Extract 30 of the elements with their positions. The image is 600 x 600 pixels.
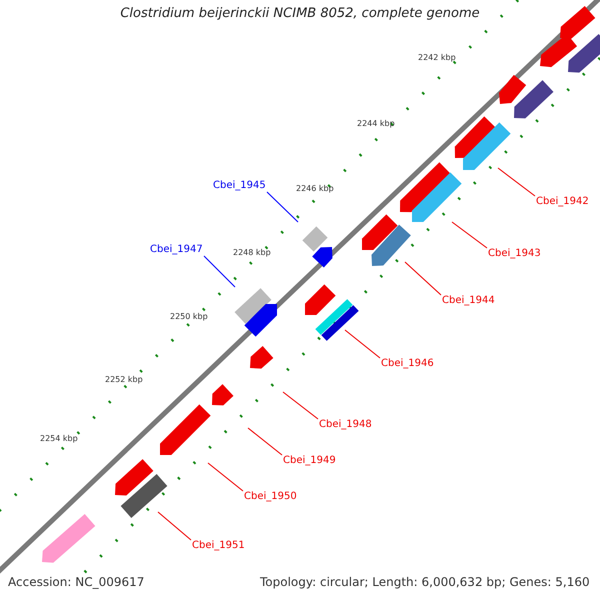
leader-line: [344, 330, 380, 358]
leader-line: [204, 256, 236, 288]
scale-label: 2248 kbp: [233, 248, 271, 257]
gene-label: Cbei_1946: [381, 358, 434, 370]
gene-label: Cbei_1948: [319, 419, 372, 431]
scale-label: 2252 kbp: [105, 375, 143, 384]
leader-line: [248, 428, 282, 456]
scale-label: 2242 kbp: [418, 53, 456, 62]
gene-label: Cbei_1951: [192, 540, 245, 552]
gene-label: Cbei_1944: [442, 295, 495, 307]
scale-label: 2246 kbp: [296, 184, 334, 193]
leader-line: [452, 222, 488, 248]
gene-label: Cbei_1942: [536, 196, 589, 208]
footer-text: Topology: circular; Length: 6,000,632 bp; Genes: 5,160: [260, 575, 590, 589]
leader-line: [208, 462, 244, 492]
gene-label: Cbei_1949: [283, 455, 336, 467]
leader-line: [158, 512, 192, 540]
gene-label: Cbei_1947: [150, 244, 203, 256]
title: Clostridium beijerinckii NCIMB 8052, complete genome: [119, 6, 481, 21]
scale-label: 2254 kbp: [40, 434, 78, 443]
gene-label: Cbei_1943: [488, 248, 541, 260]
leader-line: [498, 168, 536, 196]
footer-text: Accession: NC_009617: [8, 575, 144, 589]
leader-line: [266, 192, 298, 222]
scale-label: 2250 kbp: [170, 312, 208, 321]
scale-label: 2244 kbp: [357, 119, 395, 128]
gene-label: Cbei_1945: [213, 180, 266, 192]
leader-line: [282, 392, 318, 420]
gene-label: Cbei_1950: [244, 491, 297, 503]
leader-line: [404, 262, 442, 296]
